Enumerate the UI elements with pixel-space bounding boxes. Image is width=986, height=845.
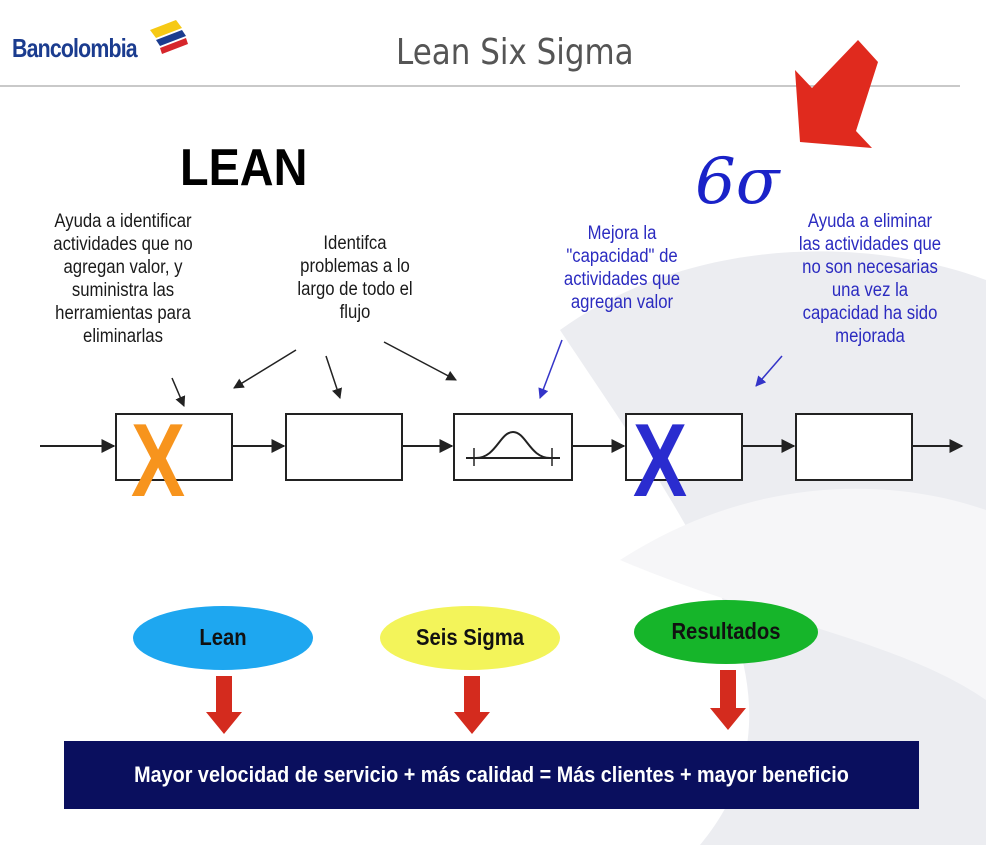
annotation-line: Ayuda a eliminar — [807, 211, 933, 232]
callout-arrow-problems-1 — [233, 349, 297, 389]
callout-arrow-problems-2 — [325, 355, 342, 399]
annotation-line: flujo — [339, 302, 371, 323]
process-box-1 — [115, 413, 233, 481]
callout-arrow-identify-x — [171, 377, 186, 407]
process-box-3 — [453, 413, 573, 481]
annotation-line: mejorada — [835, 326, 905, 347]
annotation-line: agregan valor — [570, 292, 674, 313]
annotation-line: actividades que no — [53, 234, 193, 255]
lean-heading: LEAN — [180, 139, 308, 197]
background-swoosh-inner — [620, 488, 986, 700]
result-banner-text: Mayor velocidad de servicio + más calida… — [134, 762, 849, 787]
annotation-line: herramientas para — [55, 303, 191, 324]
oval-label-seis-sigma: Seis Sigma — [415, 624, 524, 650]
orange-x-mark: X — [131, 402, 185, 518]
annotation-line: Mejora la — [587, 223, 657, 244]
oval-label-resultados: Resultados — [671, 618, 781, 644]
annotation-line: agregan valor, y — [63, 257, 183, 278]
down-arrow-lean — [206, 676, 242, 734]
callout-arrow-eliminate — [755, 355, 783, 387]
annotation-line: Ayuda a identificar — [54, 211, 192, 232]
annotation-identify-activities: Ayuda a identificar actividades que no a… — [31, 210, 216, 348]
annotation-line: actividades que — [563, 269, 681, 290]
callout-arrow-capacity — [538, 339, 563, 399]
process-box-2 — [285, 413, 403, 481]
result-banner — [64, 741, 919, 809]
annotation-line: no son necesarias — [802, 257, 938, 278]
callout-arrow-problems-3 — [383, 341, 457, 381]
bell-curve-icon — [466, 430, 560, 466]
red-pointer-arrow — [795, 40, 878, 148]
annotation-line: las actividades que — [798, 234, 942, 255]
down-arrow-resultados — [710, 670, 746, 730]
annotation-eliminate-activities: Ayuda a eliminar las actividades que no … — [782, 210, 958, 348]
brand-name: Bancolombia — [12, 33, 138, 63]
annotation-identify-problems: Identifca problemas a lo largo de todo e… — [280, 232, 430, 324]
oval-resultados — [634, 600, 818, 664]
annotation-line: eliminarlas — [83, 326, 163, 347]
down-arrow-seis-sigma — [454, 676, 490, 734]
six-sigma-logo: 6σ — [695, 145, 780, 219]
annotation-line: Identifca — [323, 233, 387, 254]
oval-seis-sigma — [380, 606, 560, 670]
slide-title: Lean Six Sigma — [396, 32, 634, 73]
annotation-line: una vez la — [831, 280, 909, 301]
annotation-line: largo de todo el — [297, 279, 413, 300]
process-box-4 — [625, 413, 743, 481]
annotation-line: problemas a lo — [300, 256, 410, 277]
annotation-line: "capacidad" de — [566, 246, 678, 267]
annotation-improve-capacity: Mejora la "capacidad" de actividades que… — [547, 222, 697, 314]
blue-x-mark: X — [633, 402, 687, 518]
annotation-line: suministra las — [71, 280, 175, 301]
annotation-line: capacidad ha sido — [802, 303, 938, 324]
oval-label-lean: Lean — [199, 624, 247, 650]
process-box-5 — [795, 413, 913, 481]
oval-lean — [133, 606, 313, 670]
bancolombia-flag-icon — [150, 20, 188, 54]
